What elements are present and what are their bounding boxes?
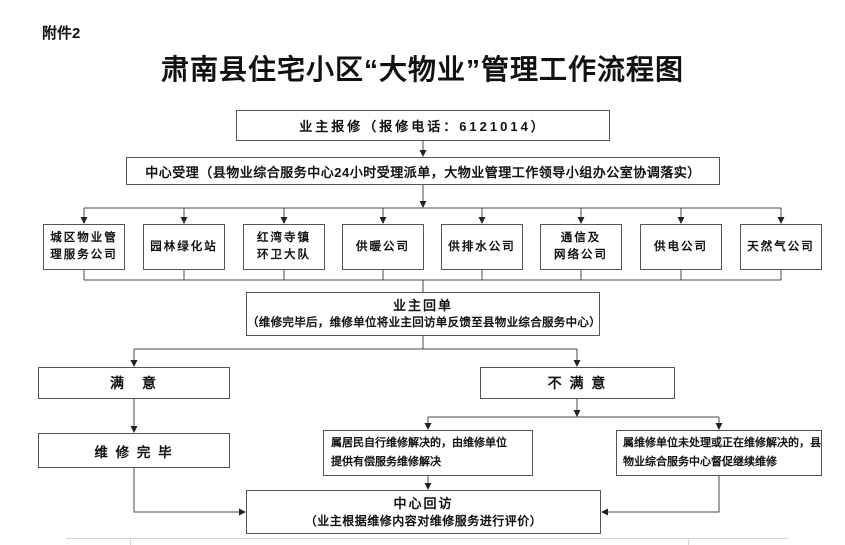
node-label: 供排水公司	[448, 240, 516, 253]
node-label: 属居民自行维修解决的，由维修单位 提供有偿服务维修解决	[331, 437, 507, 468]
node-center-followup: 中心回访 （业主根据维修内容对维修服务进行评价）	[246, 490, 601, 534]
node-center-accept: 中心受理（县物业综合服务中心24小时受理派单，大物业管理工作领导小组办公室协调落…	[126, 157, 720, 185]
page-edge-line	[66, 538, 788, 539]
page-edge-stub	[130, 538, 131, 545]
node-label: 供电公司	[654, 240, 708, 253]
node-heating-company: 供暖公司	[342, 224, 424, 270]
node-label: 供暖公司	[356, 240, 410, 253]
node-owner-receipt-title: 业主回单	[392, 298, 453, 313]
node-landscaping-station: 园林绿化站	[143, 224, 225, 270]
node-label: 园林绿化站	[150, 240, 218, 253]
node-telecom-company: 通信及 网络公司	[540, 224, 622, 270]
node-owner-receipt: 业主回单 （维修完毕后，维修单位将业主回访单反馈至县物业综合服务中心）	[246, 292, 601, 336]
attachment-label: 附件2	[42, 25, 81, 42]
node-owner-report: 业主报修（报修电话：6121014）	[236, 110, 610, 141]
page-edge-stub	[688, 538, 689, 545]
node-owner-report-label: 业主报修（报修电话：6121014）	[299, 119, 547, 134]
node-label: 满 意	[110, 375, 158, 391]
node-power-company: 供电公司	[640, 224, 722, 270]
node-gas-company: 天然气公司	[740, 224, 822, 270]
node-urban-property-company: 城区物业管 理服务公司	[43, 224, 125, 270]
node-label: 属维修单位未处理或正在维修解决的，县 物业综合服务中心督促继续维修	[623, 437, 821, 468]
node-water-company: 供排水公司	[441, 224, 523, 270]
node-satisfied: 满 意	[38, 367, 230, 399]
node-label: 通信及 网络公司	[554, 232, 608, 261]
node-sanitation-brigade: 红湾寺镇 环卫大队	[243, 224, 325, 270]
node-center-accept-label: 中心受理（县物业综合服务中心24小时受理派单，大物业管理工作领导小组办公室协调落…	[145, 164, 701, 180]
node-paid-repair: 属居民自行维修解决的，由维修单位 提供有偿服务维修解决	[323, 430, 533, 476]
node-unsatisfied: 不 满 意	[480, 367, 675, 399]
node-urge-repair: 属维修单位未处理或正在维修解决的，县 物业综合服务中心督促继续维修	[616, 430, 822, 476]
node-center-followup-title: 中心回访	[393, 496, 454, 511]
node-label: 天然气公司	[747, 240, 815, 253]
node-label: 维 修 完 毕	[94, 444, 174, 460]
node-label: 城区物业管 理服务公司	[50, 232, 118, 261]
page-title: 肃南县住宅小区“大物业”管理工作流程图	[160, 54, 684, 85]
node-owner-receipt-subtitle: （维修完毕后，维修单位将业主回访单反馈至县物业综合服务中心）	[247, 317, 601, 329]
node-repair-complete: 维 修 完 毕	[38, 433, 230, 468]
node-label: 红湾寺镇 环卫大队	[257, 232, 311, 261]
node-center-followup-subtitle: （业主根据维修内容对维修服务进行评价）	[304, 514, 543, 528]
node-label: 不 满 意	[547, 375, 608, 391]
